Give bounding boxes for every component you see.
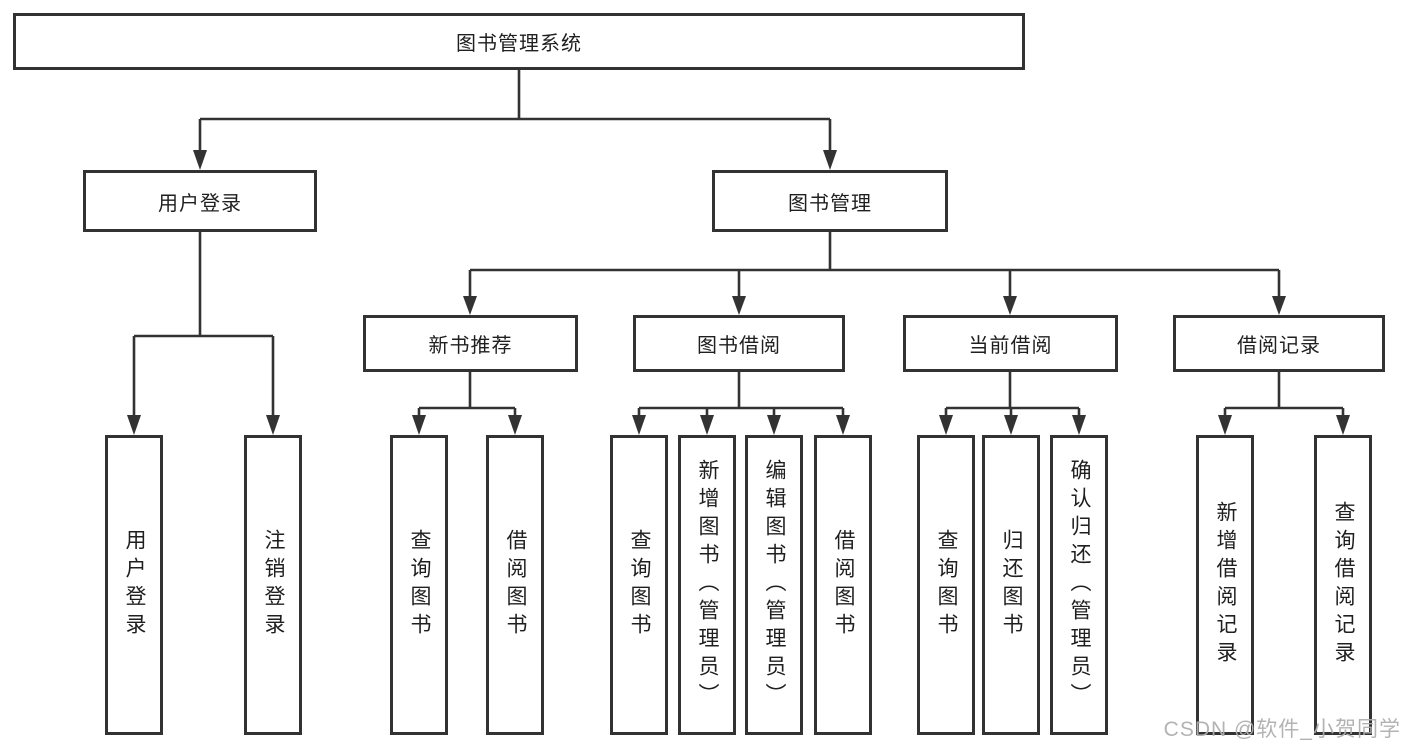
node-book-management: 图书管理 <box>712 170 948 232</box>
node-borrowing-records: 借阅记录 <box>1173 315 1385 372</box>
node-label: 新增借阅记录 <box>1214 501 1237 669</box>
node-label: 归还图书 <box>1000 529 1023 641</box>
node-add-borrow-record: 新增借阅记录 <box>1196 435 1254 735</box>
node-label: 借阅图书 <box>504 529 527 641</box>
node-label: 查询图书 <box>408 529 431 641</box>
node-label: 图书管理 <box>788 192 872 215</box>
node-label: 借阅图书 <box>832 529 855 641</box>
node-label: 编辑图书（管理员） <box>763 459 786 711</box>
node-query-books-newbook: 查询图书 <box>390 435 448 735</box>
node-label: 新增图书（管理员） <box>696 459 719 711</box>
node-query-borrow-record: 查询借阅记录 <box>1314 435 1372 735</box>
node-user-login: 用户登录 <box>83 170 317 232</box>
node-label: 当前借阅 <box>968 335 1053 357</box>
node-label: 用户登录 <box>158 192 242 215</box>
watermark: CSDN @软件_小贺同学 <box>1163 718 1401 741</box>
node-borrow-books-newbook: 借阅图书 <box>486 435 544 735</box>
node-user-login-action: 用户登录 <box>105 435 163 735</box>
node-confirm-return-admin: 确认归还（管理员） <box>1050 435 1108 735</box>
node-label: 查询借阅记录 <box>1332 501 1355 669</box>
node-label: 图书管理系统 <box>456 33 582 55</box>
node-label: 图书借阅 <box>697 335 781 357</box>
node-label: 用户登录 <box>123 529 146 641</box>
node-label: 注销登录 <box>262 529 285 641</box>
node-borrow-books-borrow: 借阅图书 <box>814 435 872 735</box>
node-query-books-borrow: 查询图书 <box>610 435 668 735</box>
node-label: 确认归还（管理员） <box>1068 459 1091 711</box>
node-label: 借阅记录 <box>1237 335 1321 357</box>
node-library-management-system: 图书管理系统 <box>13 13 1025 70</box>
node-edit-books-admin: 编辑图书（管理员） <box>745 435 803 735</box>
node-logout-login: 注销登录 <box>244 435 302 735</box>
node-book-borrowing: 图书借阅 <box>633 315 845 372</box>
node-return-books: 归还图书 <box>982 435 1040 735</box>
node-label: 新书推荐 <box>428 335 513 357</box>
node-query-books-current: 查询图书 <box>917 435 975 735</box>
node-new-book-recommendation: 新书推荐 <box>363 315 578 372</box>
node-add-books-admin: 新增图书（管理员） <box>678 435 736 735</box>
node-label: 查询图书 <box>935 529 958 641</box>
node-label: 查询图书 <box>628 529 651 641</box>
node-current-borrowing: 当前借阅 <box>903 315 1118 372</box>
